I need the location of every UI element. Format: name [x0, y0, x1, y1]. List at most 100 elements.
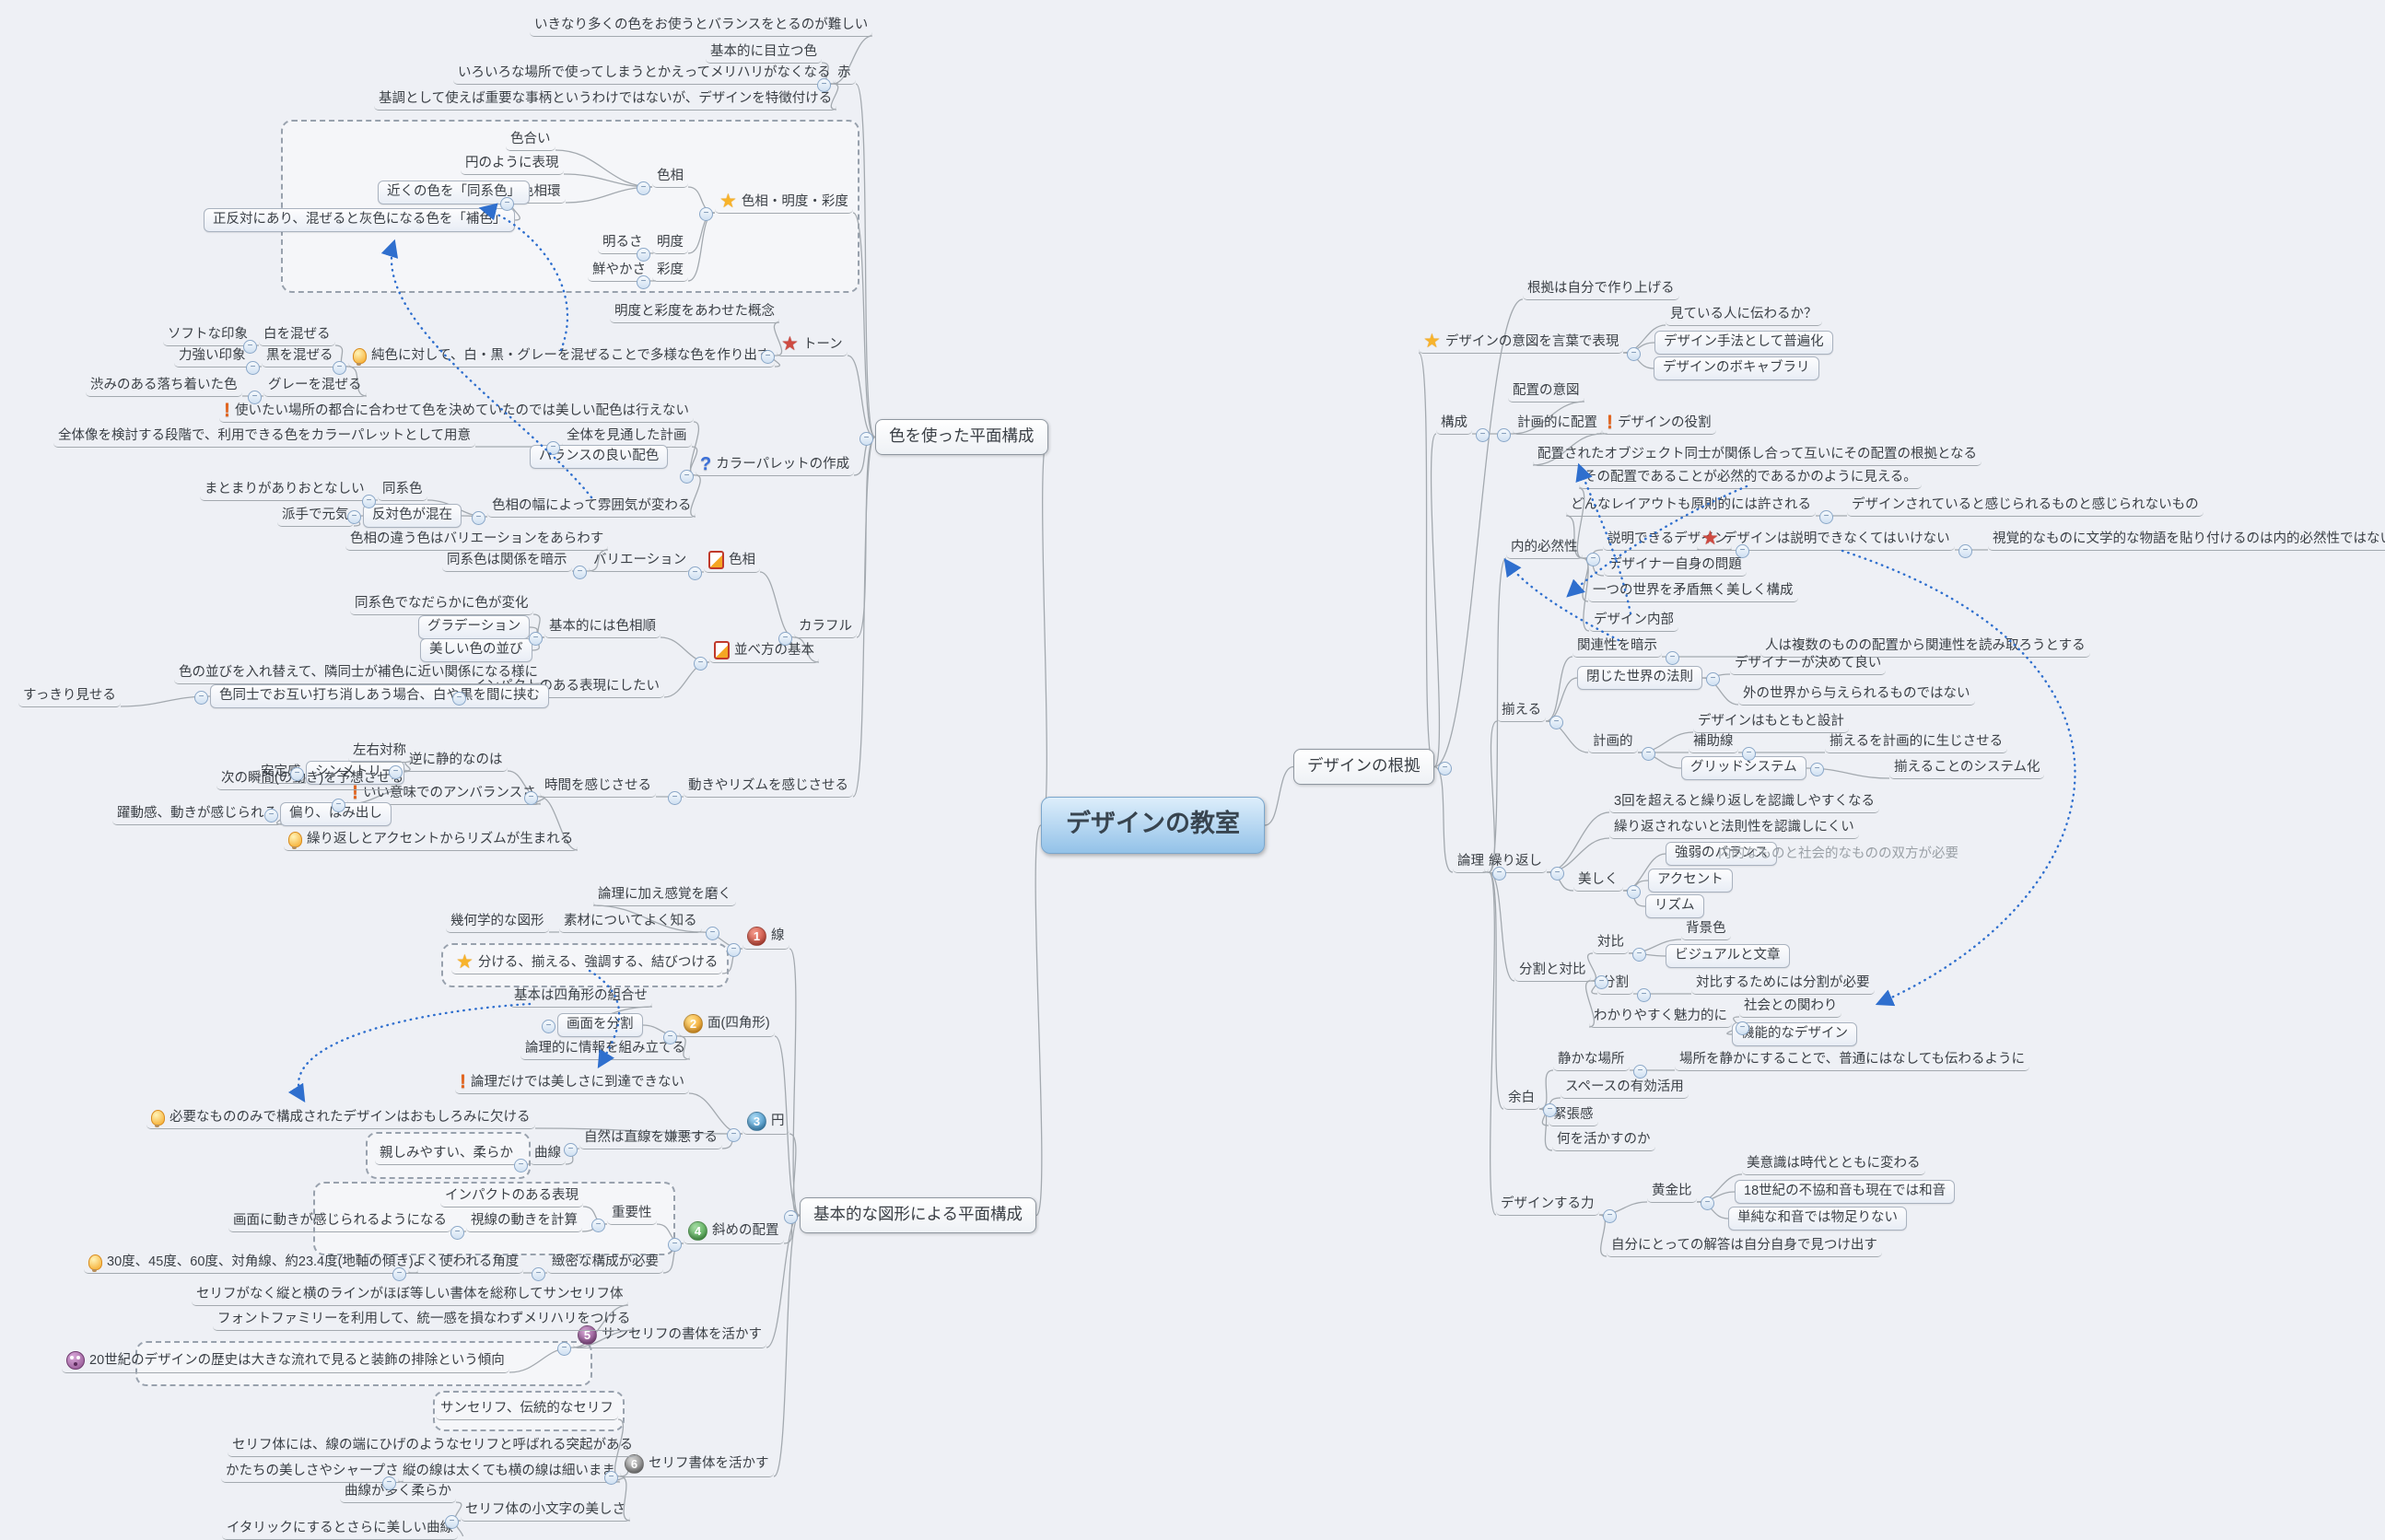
- collapse-handle[interactable]: −: [1632, 948, 1646, 962]
- collapse-handle[interactable]: −: [500, 197, 514, 211]
- collapse-handle[interactable]: −: [761, 350, 775, 364]
- subtopic-c26[interactable]: デザイナーが決めて良い: [1730, 654, 1887, 676]
- subtopic-c57[interactable]: 黄金比: [1647, 1182, 1697, 1204]
- collapse-handle[interactable]: −: [347, 510, 361, 524]
- subtopic-c27[interactable]: 外の世界から与えられるものではない: [1738, 684, 1975, 706]
- central-topic-r0[interactable]: デザインの教室: [1041, 797, 1265, 854]
- collapse-handle[interactable]: −: [546, 441, 560, 455]
- main-topic-c0[interactable]: デザインの根拠: [1293, 749, 1434, 785]
- collapse-handle[interactable]: −: [529, 632, 543, 646]
- subtopic-c51[interactable]: 静かな場所: [1553, 1050, 1630, 1072]
- subtopic-a52[interactable]: 逆に静的なのは: [404, 751, 508, 773]
- subtopic-c21[interactable]: デザイン内部: [1589, 611, 1678, 633]
- subtopic-a37[interactable]: 色相: [704, 550, 760, 573]
- subtopic-a24[interactable]: グレーを混ぜる: [263, 376, 367, 398]
- subtopic-boxed-c44[interactable]: ビジュアルと文章: [1666, 944, 1790, 969]
- collapse-handle[interactable]: −: [264, 809, 278, 822]
- subtopic-a2[interactable]: いきなり多くの色をお使うとバランスをとるのが難しい: [530, 16, 873, 38]
- collapse-handle[interactable]: −: [1586, 553, 1600, 566]
- subtopic-c23[interactable]: 関連性を暗示: [1572, 636, 1662, 659]
- subtopic-c43[interactable]: 背景色: [1681, 919, 1731, 941]
- subtopic-b13[interactable]: 自然は直線を嫌悪する: [579, 1128, 722, 1150]
- collapse-handle[interactable]: −: [663, 1031, 677, 1044]
- subtopic-b20[interactable]: 画面に動きが感じられるようになる: [228, 1211, 451, 1233]
- collapse-handle[interactable]: −: [514, 1159, 528, 1172]
- subtopic-boxed-a48[interactable]: 色同士でお互い打ち消しあう場合、白や黒を間に挟む: [210, 684, 549, 709]
- collapse-handle[interactable]: −: [706, 927, 719, 940]
- subtopic-a33[interactable]: まとまりがありおとなしい: [200, 480, 369, 502]
- subtopic-b32[interactable]: かたちの美しさやシャープさ: [221, 1462, 403, 1484]
- subtopic-a1[interactable]: 赤: [833, 64, 856, 86]
- subtopic-c19[interactable]: デザイナー自身の問題: [1604, 555, 1747, 578]
- collapse-handle[interactable]: −: [382, 1476, 396, 1490]
- collapse-handle[interactable]: −: [290, 767, 304, 781]
- collapse-handle[interactable]: −: [333, 361, 346, 375]
- collapse-handle[interactable]: −: [668, 1238, 682, 1252]
- subtopic-a39[interactable]: 色相の違う色はバリエーションをあらわす: [345, 530, 609, 552]
- collapse-handle[interactable]: −: [1736, 544, 1749, 558]
- collapse-handle[interactable]: −: [688, 566, 702, 580]
- subtopic-c42[interactable]: 対比: [1593, 933, 1629, 955]
- subtopic-a43[interactable]: 同系色でなだらかに色が変化: [350, 594, 533, 616]
- subtopic-boxed-c59[interactable]: 18世紀の不協和音も現在では和音: [1735, 1180, 1956, 1205]
- subtopic-a47[interactable]: 色の並びを入れ替えて、隣同士が補色に近い関係になる様に: [174, 663, 544, 685]
- collapse-handle[interactable]: −: [564, 1143, 578, 1157]
- subtopic-b26[interactable]: フォントファミリーを利用して、統一感を損なわずメリハリをつける: [213, 1310, 636, 1332]
- subtopic-a3[interactable]: 基本的に目立つ色: [706, 42, 822, 64]
- collapse-handle[interactable]: −: [243, 340, 257, 354]
- subtopic-c37[interactable]: 美しく: [1573, 870, 1623, 892]
- subtopic-a38[interactable]: バリエーション: [589, 551, 692, 573]
- subtopic-a17[interactable]: ★トーン: [777, 334, 848, 357]
- collapse-handle[interactable]: −: [784, 1209, 798, 1224]
- collapse-handle[interactable]: −: [680, 470, 694, 484]
- collapse-handle[interactable]: −: [452, 692, 466, 706]
- subtopic-c7[interactable]: 計画的に配置: [1513, 414, 1602, 436]
- subtopic-a7[interactable]: 色相: [652, 167, 688, 189]
- collapse-handle[interactable]: −: [727, 1128, 741, 1142]
- subtopic-a35[interactable]: 派手で元気: [277, 506, 354, 528]
- collapse-handle[interactable]: −: [694, 657, 707, 671]
- collapse-handle[interactable]: −: [778, 632, 792, 646]
- subtopic-c46[interactable]: 対比するためには分割が必要: [1691, 974, 1875, 996]
- subtopic-boxed-a12[interactable]: 正反対にあり、混ぜると灰色になる色を「補色」: [204, 208, 516, 233]
- subtopic-c29[interactable]: デザインはもともと設計: [1693, 712, 1849, 734]
- collapse-handle[interactable]: −: [573, 566, 587, 579]
- subtopic-boxed-b7[interactable]: 画面を分割: [557, 1013, 643, 1038]
- subtopic-boxed-a44[interactable]: グラデーション: [418, 615, 531, 640]
- collapse-handle[interactable]: −: [1819, 510, 1833, 524]
- collapse-handle[interactable]: −: [637, 248, 650, 262]
- subtopic-b22[interactable]: よく使われる角度: [408, 1253, 524, 1275]
- subtopic-boxed-a45[interactable]: 美しい色の並び: [420, 638, 532, 663]
- subtopic-c55[interactable]: 何を活かすのか: [1552, 1130, 1655, 1152]
- subtopic-b2[interactable]: 素材についてよく知る: [559, 912, 702, 934]
- subtopic-a16[interactable]: 鮮やかさ: [588, 261, 650, 283]
- collapse-handle[interactable]: −: [859, 431, 873, 446]
- subtopic-a23[interactable]: 力強い印象: [174, 346, 251, 368]
- subtopic-c15[interactable]: デザインされていると感じられるものと感じられないもの: [1847, 496, 2204, 518]
- subtopic-a51[interactable]: 時間を感じさせる: [540, 776, 656, 799]
- subtopic-b14[interactable]: 曲線: [530, 1144, 566, 1166]
- subtopic-boxed-c5[interactable]: デザインのボキャブラリ: [1654, 356, 1819, 381]
- collapse-handle[interactable]: −: [389, 765, 403, 779]
- subtopic-a50[interactable]: 動きやリズムを感じさせる: [684, 776, 853, 799]
- collapse-handle[interactable]: −: [637, 275, 650, 289]
- collapse-handle[interactable]: −: [1958, 544, 1972, 558]
- subtopic-a26[interactable]: ?カラーパレットの作成: [696, 455, 855, 477]
- subtopic-boxed-c38[interactable]: 強弱のバランス: [1666, 842, 1778, 867]
- subtopic-a25[interactable]: 渋みのある落ち着いた色: [86, 376, 242, 398]
- collapse-handle[interactable]: −: [1627, 347, 1641, 361]
- collapse-handle[interactable]: −: [1549, 716, 1563, 729]
- subtopic-c41[interactable]: 分割と対比: [1514, 961, 1591, 983]
- collapse-handle[interactable]: −: [1637, 988, 1651, 1002]
- subtopic-b12[interactable]: 必要なもののみで構成されたデザインはおもしろみに欠ける: [146, 1108, 535, 1130]
- collapse-handle[interactable]: −: [699, 207, 713, 221]
- subtopic-a6[interactable]: ★色相・明度・彩度: [715, 192, 853, 215]
- subtopic-b21[interactable]: 緻密な構成が必要: [547, 1253, 663, 1275]
- collapse-handle[interactable]: −: [246, 361, 260, 375]
- subtopic-a10[interactable]: 色相環: [516, 182, 566, 204]
